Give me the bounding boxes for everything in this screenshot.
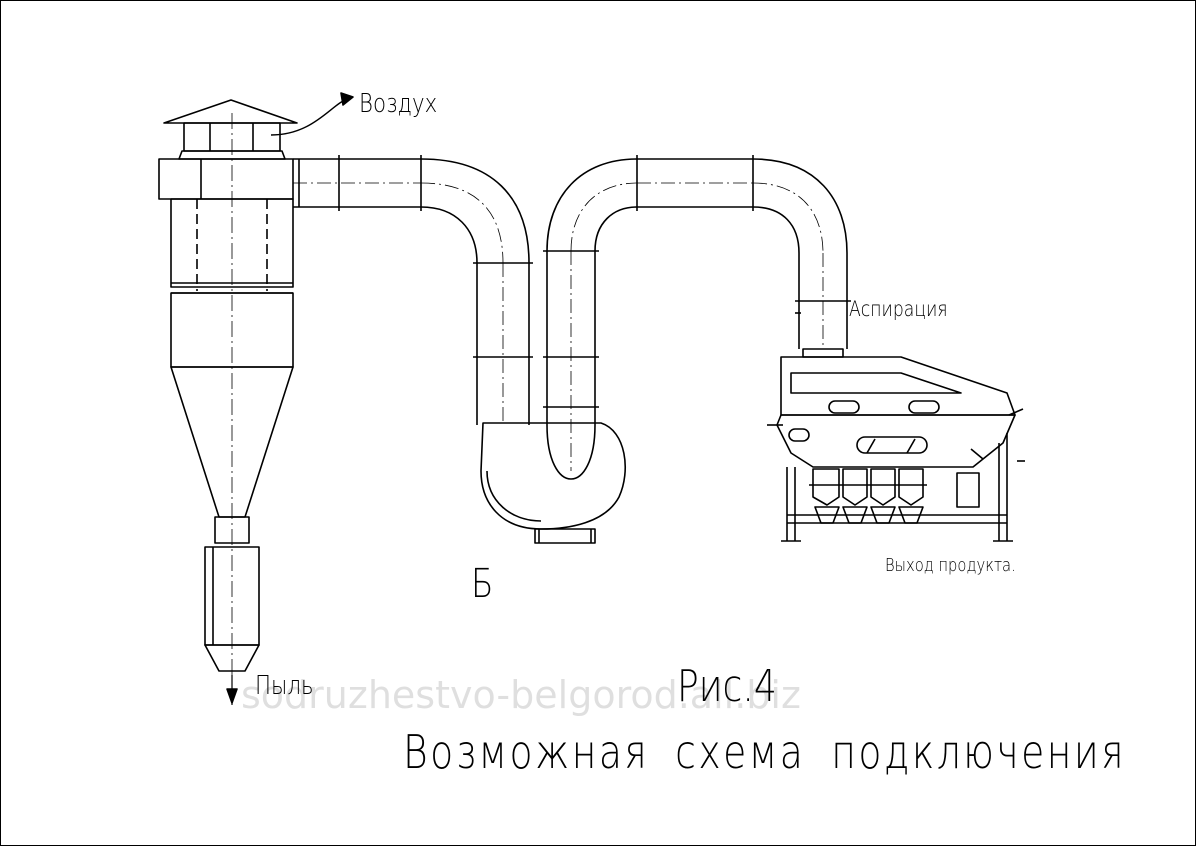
cyclone: [158, 99, 298, 705]
fan-base: [534, 528, 596, 544]
figure-number: Рис.4: [677, 661, 777, 712]
dust-arrow-icon: [226, 688, 238, 704]
duct-u-bend: [546, 424, 596, 480]
air-label: Воздух: [359, 89, 438, 119]
separator-machine: [767, 356, 1025, 542]
duct-bend-2: [546, 158, 638, 252]
product-outlet-label: Выход продукта.: [885, 555, 1016, 576]
separator-frame: [781, 433, 1013, 542]
diagram-caption: Возможная схема подключения: [403, 725, 1127, 779]
duct-bend-3: [752, 158, 848, 254]
fan-volute: [480, 422, 626, 530]
cyclone-inlet-box: [158, 158, 294, 200]
duct-system: [293, 155, 851, 544]
dust-bin-cone: [204, 644, 260, 672]
discharge-hoppers: [809, 468, 927, 524]
air-arrow-icon: [270, 98, 348, 136]
separator-body: [776, 414, 1016, 468]
cyclone-roof-cap: [163, 99, 298, 124]
cyclone-cone: [170, 366, 294, 518]
aspiration-label: Аспирация: [849, 297, 948, 321]
duct-bend-1: [420, 158, 530, 264]
point-b-label: Б: [471, 561, 494, 607]
watermark: sodruzhestvo-belgorod.all.biz: [241, 673, 801, 717]
dust-label: Пыль: [255, 671, 314, 701]
separator-hood: [780, 356, 1016, 416]
